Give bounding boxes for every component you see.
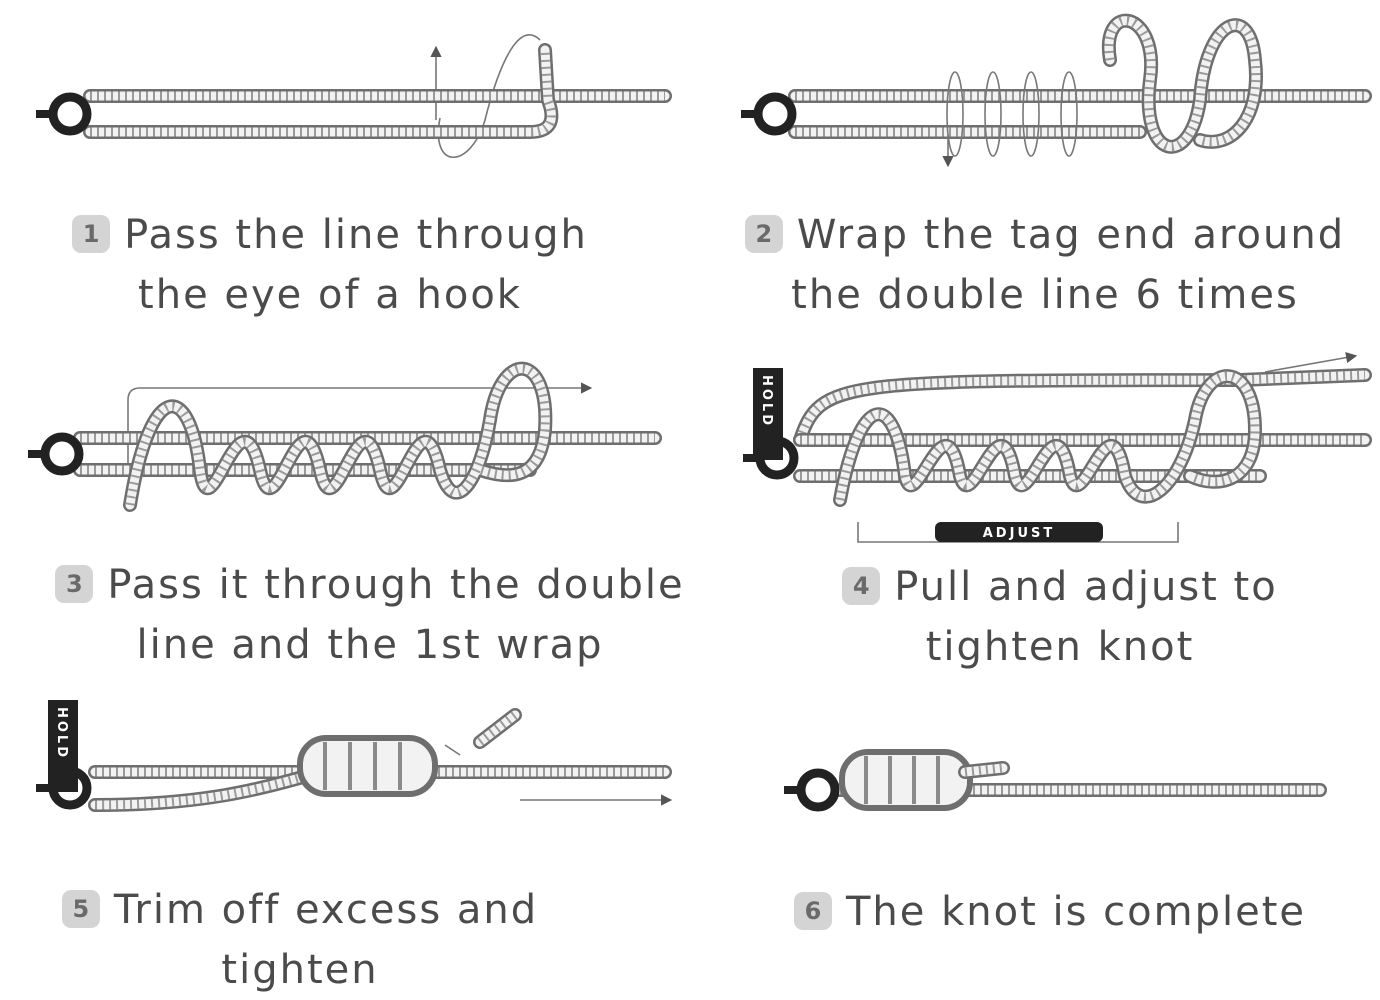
step-1-illustration: [36, 35, 665, 157]
step-3-line1: Pass it through the double: [107, 562, 684, 608]
step-5-line2: tighten: [20, 940, 580, 1000]
step-3-badge: 3: [55, 565, 93, 603]
step-2-line1: Wrap the tag end around: [797, 212, 1345, 258]
step-2-line2: the double line 6 times: [712, 265, 1378, 325]
step-3-line2: line and the 1st wrap: [20, 615, 720, 675]
step-2-illustration: [741, 21, 1365, 165]
step-4-caption: 4 Pull and adjust to tighten knot: [780, 557, 1340, 677]
step-2-badge: 2: [745, 215, 783, 253]
hold-tag-2-label: HOLD: [54, 707, 69, 760]
step-5-line1: Trim off excess and: [114, 887, 538, 933]
step-5-badge: 5: [62, 890, 100, 928]
step-1-line2: the eye of a hook: [20, 265, 640, 325]
step-1-line1: Pass the line through: [124, 212, 588, 258]
step-6-line1: The knot is complete: [846, 889, 1306, 935]
step-3-caption: 3 Pass it through the double line and the…: [20, 555, 720, 675]
step-6-badge: 6: [794, 892, 832, 930]
step-5-illustration: HOLD: [36, 700, 670, 805]
step-4-line1: Pull and adjust to: [894, 564, 1277, 610]
adjust-tag-label: ADJUST: [983, 526, 1055, 541]
step-4-line2: tighten knot: [780, 617, 1340, 677]
step-3-illustration: [28, 369, 655, 505]
step-1-caption: 1 Pass the line through the eye of a hook: [20, 205, 640, 325]
hold-tag-label: HOLD: [759, 375, 774, 428]
step-4-badge: 4: [842, 567, 880, 605]
step-1-badge: 1: [72, 215, 110, 253]
step-5-caption: 5 Trim off excess and tighten: [20, 880, 580, 1000]
step-6-illustration: [784, 752, 1320, 808]
step-2-caption: 2 Wrap the tag end around the double line…: [712, 205, 1378, 325]
step-4-illustration: HOLD ADJUST: [743, 356, 1365, 542]
step-6-caption: 6 The knot is complete: [740, 882, 1360, 942]
